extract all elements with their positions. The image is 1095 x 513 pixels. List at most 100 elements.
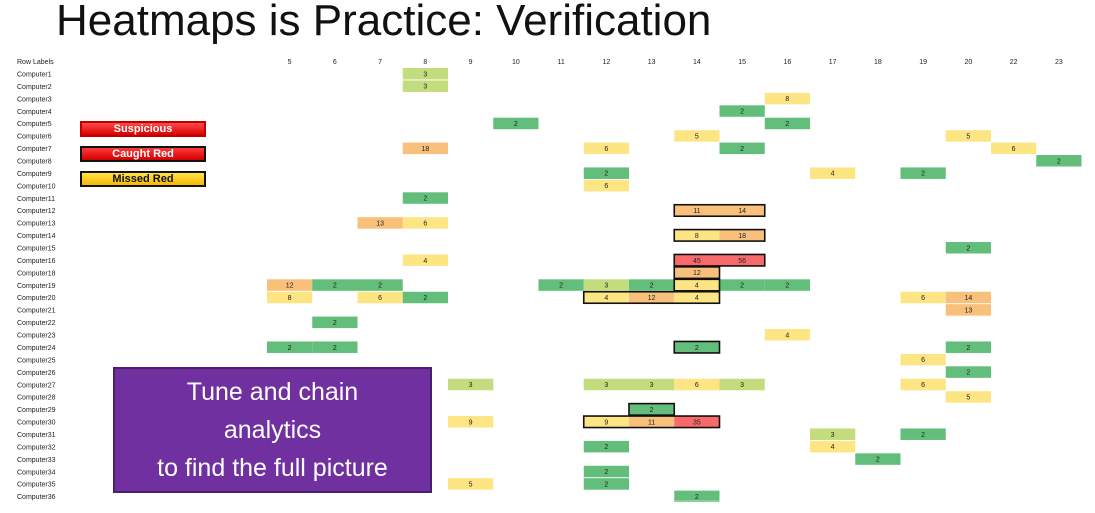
heatmap-cell <box>719 378 765 391</box>
heatmap-cell <box>583 416 629 428</box>
cell-value: 11 <box>693 208 700 215</box>
heatmap-cell <box>357 217 403 229</box>
row-label-computer4: Computer4 <box>17 109 52 116</box>
heatmap-cell <box>448 478 494 490</box>
heatmap-cell <box>312 279 358 291</box>
heatmap-cell <box>900 428 946 440</box>
cell-value: 2 <box>740 283 744 290</box>
row-label-computer36: Computer36 <box>17 494 56 501</box>
row-label-computer27: Computer27 <box>17 382 56 389</box>
heatmap-cell <box>719 279 765 291</box>
highlight-box <box>673 266 721 280</box>
row-label-computer23: Computer23 <box>17 333 56 340</box>
cell-value: 2 <box>650 283 654 290</box>
cell-value: 2 <box>785 283 789 290</box>
column-label-7: 7 <box>378 59 382 66</box>
heatmap-cell <box>674 266 720 279</box>
cell-value: 4 <box>785 332 789 339</box>
column-label-19: 19 <box>919 59 927 66</box>
heatmap-cell <box>674 279 720 291</box>
column-label-20: 20 <box>964 59 972 66</box>
cell-value: 2 <box>378 283 382 290</box>
heatmap-cell <box>583 279 629 291</box>
row-label-computer19: Computer19 <box>17 283 56 290</box>
column-label-8: 8 <box>423 59 427 66</box>
cell-value: 56 <box>738 258 746 265</box>
row-label-computer7: Computer7 <box>17 146 52 153</box>
cell-value: 2 <box>604 444 608 451</box>
column-label-18: 18 <box>874 59 882 66</box>
column-label-13: 13 <box>648 59 656 66</box>
heatmap-cell <box>357 291 403 304</box>
cell-value: 2 <box>740 146 744 153</box>
heatmap-cell <box>945 242 991 254</box>
cell-value: 45 <box>693 258 701 265</box>
heatmap-cell <box>448 416 494 428</box>
row-label-computer21: Computer21 <box>17 308 56 315</box>
heatmap-cell <box>267 279 313 291</box>
heatmap-cell <box>810 167 856 179</box>
heatmap-cell <box>945 366 991 378</box>
heatmap-cell <box>267 341 313 353</box>
cell-value: 3 <box>604 382 608 389</box>
cell-value: 2 <box>333 345 337 352</box>
heatmap-cell <box>674 204 720 217</box>
heatmap-cell <box>764 279 810 291</box>
row-labels-header: Row Labels <box>17 59 54 66</box>
cell-value: 2 <box>921 171 925 178</box>
cell-value: 18 <box>421 146 429 153</box>
highlight-box <box>628 402 676 416</box>
cell-value: 2 <box>695 345 699 352</box>
cell-value: 4 <box>831 444 835 451</box>
row-label-computer16: Computer16 <box>17 258 56 265</box>
heatmap-cell <box>629 378 675 391</box>
cell-value: 2 <box>785 121 789 128</box>
row-label-computer31: Computer31 <box>17 432 56 439</box>
cell-value: 2 <box>604 469 608 476</box>
heatmap-cell <box>810 428 856 440</box>
heatmap-cell <box>583 440 629 453</box>
highlight-box <box>673 253 766 267</box>
row-label-computer13: Computer13 <box>17 221 56 228</box>
cell-value: 6 <box>604 183 608 190</box>
column-label-22: 22 <box>1010 59 1018 66</box>
heatmap-cell <box>719 105 765 117</box>
row-label-computer9: Computer9 <box>17 171 52 178</box>
cell-value: 6 <box>423 220 427 227</box>
row-label-computer10: Computer10 <box>17 183 56 190</box>
heatmap-cell <box>719 254 765 266</box>
heatmap-cell <box>674 378 720 391</box>
row-label-computer24: Computer24 <box>17 345 56 352</box>
cell-value: 6 <box>921 295 925 302</box>
column-label-14: 14 <box>693 59 701 66</box>
cell-value: 3 <box>604 283 608 290</box>
cell-value: 13 <box>964 307 972 314</box>
row-label-computer22: Computer22 <box>17 320 56 327</box>
heatmap-cell <box>900 167 946 179</box>
bottom-fade <box>0 500 1095 513</box>
heatmap-cell <box>629 403 675 416</box>
cell-value: 2 <box>876 457 880 464</box>
row-labels: Computer1Computer2Computer3Computer4Comp… <box>17 72 56 502</box>
cell-value: 12 <box>286 283 294 290</box>
cell-value: 3 <box>831 432 835 439</box>
cell-value: 12 <box>693 270 701 277</box>
row-label-computer20: Computer20 <box>17 295 56 302</box>
cell-value: 2 <box>1057 158 1061 165</box>
callout-line-3: to find the full picture <box>157 454 388 482</box>
cell-value: 4 <box>604 295 608 302</box>
row-label-computer29: Computer29 <box>17 407 56 414</box>
row-label-computer18: Computer18 <box>17 270 56 277</box>
row-label-computer33: Computer33 <box>17 457 56 464</box>
row-label-computer6: Computer6 <box>17 134 52 141</box>
heatmap-cell <box>945 130 991 142</box>
cell-value: 2 <box>966 345 970 352</box>
cell-value: 12 <box>648 295 656 302</box>
heatmap-cell <box>1036 155 1082 167</box>
heatmap-cell <box>945 391 991 403</box>
heatmap-cell <box>402 142 448 155</box>
cell-value: 8 <box>695 233 699 240</box>
